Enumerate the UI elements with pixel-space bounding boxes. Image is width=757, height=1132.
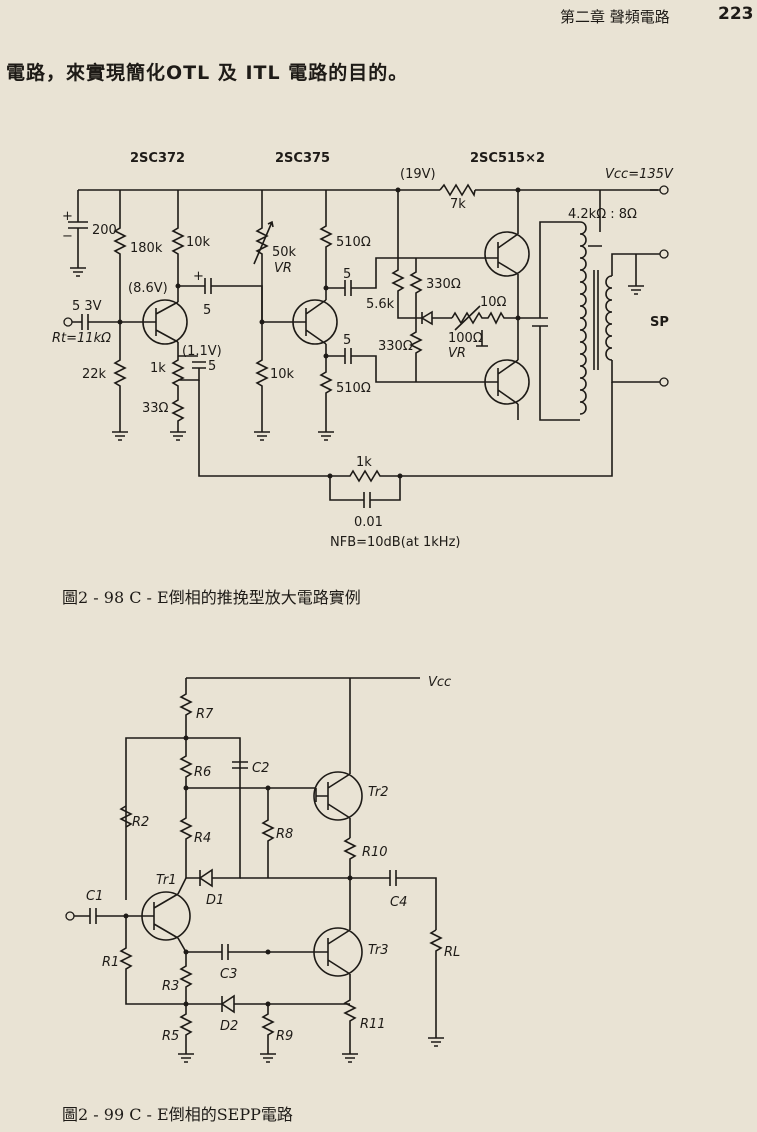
tr1-label: Tr1	[156, 873, 177, 888]
tr2-label: Tr2	[368, 785, 389, 800]
sp-label: SP	[650, 315, 669, 330]
nfb-c-label: 0.01	[354, 515, 383, 530]
page-number: 223	[718, 4, 754, 24]
r22k-label: 22k	[82, 367, 107, 382]
r11-label: R11	[360, 1017, 386, 1032]
vr2-label: VR	[448, 346, 466, 361]
chapter-header: 第二章 聲頻電路	[560, 8, 670, 26]
tr3-label: Tr3	[368, 943, 389, 958]
r330b-label: 330Ω	[378, 339, 413, 354]
c3-label: C3	[220, 967, 237, 982]
r33-label: 33Ω	[142, 401, 169, 416]
r5-label: R5	[162, 1029, 179, 1044]
label-v19: (19V)	[400, 167, 436, 182]
q2-part-label: 2SC375	[275, 151, 330, 166]
input-cap-label: 5 3V	[72, 299, 102, 314]
figure-98-schematic: (19V) 7k Vcc=135V 2SC372 2SC375 2SC515×2…	[52, 151, 674, 550]
r8-label: R8	[276, 827, 293, 842]
r1-label: R1	[102, 955, 119, 970]
v86-label: (8.6V)	[128, 281, 168, 296]
figure-99-caption: 圖2 - 99 C - E倒相的SEPP電路	[62, 1105, 293, 1124]
r10-label: R10	[362, 845, 388, 860]
c5c-label: 5	[343, 333, 351, 348]
c5b-label: 5	[343, 267, 351, 282]
r9-label: R9	[276, 1029, 293, 1044]
r10k-b-label: 10k	[270, 367, 295, 382]
svg-text:+: +	[193, 269, 204, 284]
c1-label: C1	[86, 889, 103, 904]
c5a-label: 5	[203, 303, 211, 318]
v19-label: (19V)	[400, 167, 436, 182]
c4-label: C4	[390, 895, 407, 910]
r10k-a-label: 10k	[186, 235, 211, 250]
figure-99-schematic: Vcc R7 R6 C2 R2 R4 R8 D1 Tr2 R10	[65, 675, 460, 1063]
r50k-label: 50k	[272, 245, 297, 260]
d1-label: D1	[206, 893, 224, 908]
r7-label: R7	[196, 707, 214, 722]
rl-label: RL	[444, 945, 460, 960]
q1-part-label: 2SC372	[130, 151, 185, 166]
r510b-label: 510Ω	[336, 381, 371, 396]
c200-label: 200	[92, 223, 117, 238]
r2-label: R2	[132, 815, 149, 830]
nfb-label: NFB=10dB(at 1kHz)	[330, 535, 460, 550]
r100-label: 100Ω	[448, 331, 483, 346]
r10-label: 10Ω	[480, 295, 507, 310]
rt-label: Rt=11kΩ	[52, 331, 111, 346]
r180k-label: 180k	[130, 241, 163, 256]
body-paragraph: 電路，來實現簡化OTL 及 ITL 電路的目的。	[6, 62, 409, 84]
r56k-label: 5.6k	[366, 297, 395, 312]
load-label: 4.2kΩ : 8Ω	[568, 207, 637, 222]
vcc-label: Vcc=135V	[605, 167, 674, 182]
svg-text:+: +	[62, 209, 73, 224]
r3-label: R3	[162, 979, 179, 994]
r510a-label: 510Ω	[336, 235, 371, 250]
r4-label: R4	[194, 831, 211, 846]
nfb-r-label: 1k	[356, 455, 372, 470]
f99-vcc-label: Vcc	[428, 675, 451, 690]
r330a-label: 330Ω	[426, 277, 461, 292]
figure-98-caption: 圖2 - 98 C - E倒相的推挽型放大電路實例	[62, 588, 361, 607]
svg-text:−: −	[62, 229, 73, 244]
r7k-label: 7k	[450, 197, 466, 212]
r6-label: R6	[194, 765, 211, 780]
c5d-label: 5	[208, 359, 216, 374]
vr-label: VR	[274, 261, 292, 276]
d2-label: D2	[220, 1019, 238, 1034]
c2-label: C2	[252, 761, 269, 776]
r1k-label: 1k	[150, 361, 166, 376]
q3-part-label: 2SC515×2	[470, 151, 545, 166]
